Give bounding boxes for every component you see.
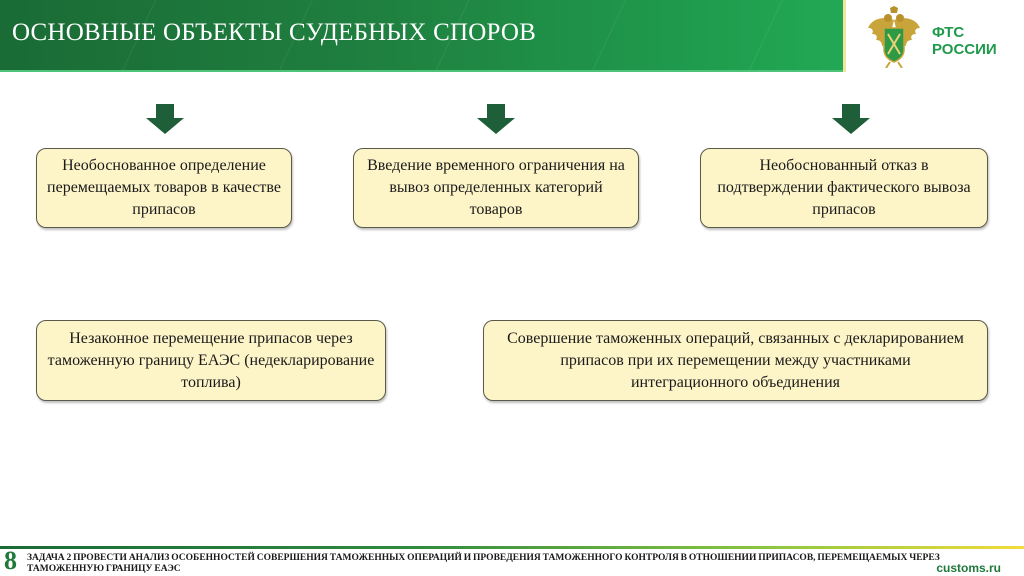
diagram-box-1: Необоснованное определение перемещаемых … — [36, 148, 292, 228]
logo-line-1: ФТС — [932, 24, 965, 41]
footer-caption: ЗАДАЧА 2 ПРОВЕСТИ АНАЛИЗ ОСОБЕННОСТЕЙ СО… — [27, 553, 940, 574]
diagram-box-4: Незаконное перемещение припасов через та… — [36, 320, 386, 401]
down-arrow-icon — [146, 104, 184, 134]
logo-line-2: РОССИИ — [932, 41, 997, 58]
box-text: Необоснованный отказ в подтверждении фак… — [717, 157, 971, 218]
fts-logo: ФТС РОССИИ — [866, 6, 1016, 70]
box-text: Необоснованное определение перемещаемых … — [47, 157, 281, 218]
box-text: Введение временного ограничения на вывоз… — [367, 157, 625, 218]
box-text: Незаконное перемещение припасов через та… — [47, 329, 375, 391]
site-link[interactable]: customs.ru — [934, 561, 1001, 575]
logo-text: ФТС РОССИИ — [932, 24, 997, 58]
page-number: 8 — [4, 546, 17, 575]
footer-divider — [0, 546, 1024, 549]
header-bottom-line — [0, 70, 846, 72]
double-headed-eagle-emblem-icon — [868, 6, 920, 68]
header-decor-lines — [0, 0, 846, 72]
diagram-box-5: Совершение таможенных операций, связанны… — [483, 320, 988, 401]
down-arrow-icon — [477, 104, 515, 134]
header-yellow-stripe — [843, 0, 846, 72]
header-banner: ОСНОВНЫЕ ОБЪЕКТЫ СУДЕБНЫХ СПОРОВ — [0, 0, 846, 72]
box-text: Совершение таможенных операций, связанны… — [507, 329, 964, 391]
down-arrow-icon — [832, 104, 870, 134]
diagram-box-3: Необоснованный отказ в подтверждении фак… — [700, 148, 988, 228]
page-title: ОСНОВНЫЕ ОБЪЕКТЫ СУДЕБНЫХ СПОРОВ — [12, 19, 537, 46]
diagram-box-2: Введение временного ограничения на вывоз… — [353, 148, 639, 228]
